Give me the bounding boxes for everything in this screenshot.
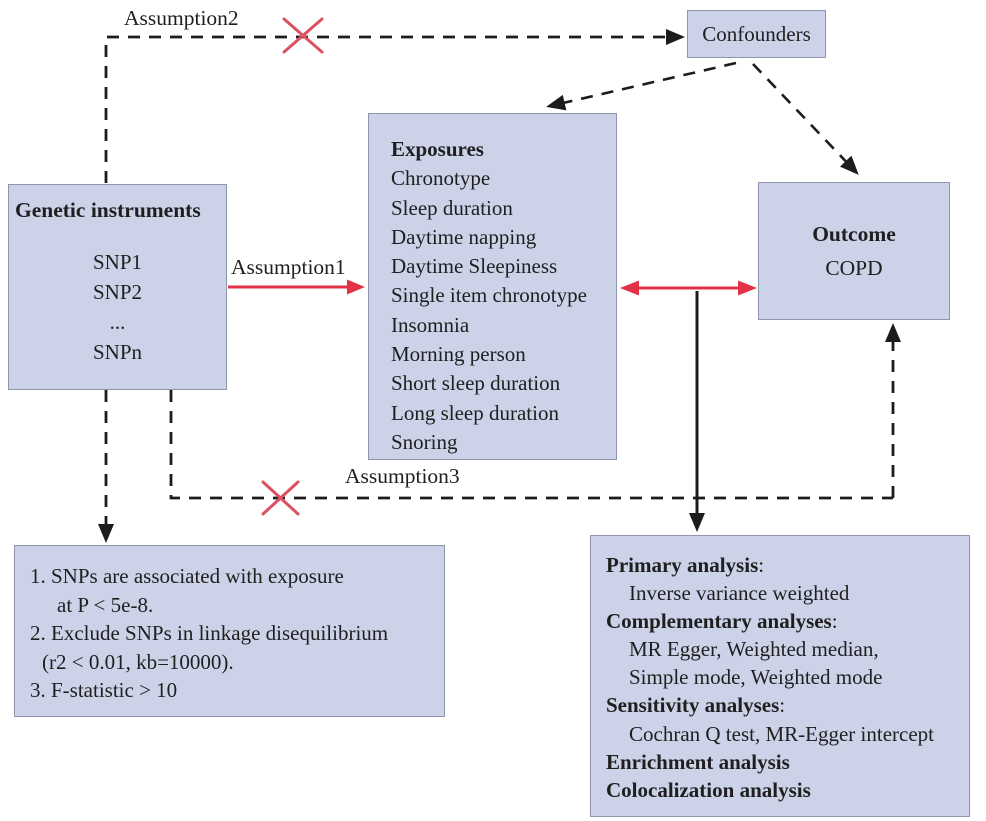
- confounders-box: Confounders: [687, 10, 826, 58]
- criteria-line: 1. SNPs are associated with exposure: [30, 564, 344, 588]
- list-item: Daytime napping: [391, 224, 537, 249]
- genetic-instruments-title: Genetic instruments: [15, 198, 201, 222]
- criteria-line: (r2 < 0.01, kb=10000).: [42, 649, 234, 674]
- outcome-value: COPD: [825, 256, 883, 280]
- criteria-line: 2. Exclude SNPs in linkage disequilibriu…: [30, 621, 389, 646]
- assumption1-label: Assumption1: [231, 255, 346, 279]
- list-item: Sleep duration: [391, 195, 513, 220]
- list-item: Morning person: [391, 342, 526, 367]
- outcome-box: Outcome COPD: [758, 182, 950, 320]
- snp-list: SNP1 SNP2 ... SNPn: [15, 247, 220, 367]
- analysis-section-heading: Complementary analyses:: [606, 609, 838, 634]
- exposures-outcome-double-arrow: [620, 280, 757, 296]
- assumption3-cross-mark: [261, 480, 300, 516]
- assumption2-label: Assumption2: [124, 6, 239, 30]
- analysis-section-heading: Sensitivity analyses:: [606, 693, 786, 718]
- analysis-detail: Inverse variance weighted: [629, 581, 850, 606]
- assumption3-label: Assumption3: [345, 464, 460, 488]
- list-item: ...: [109, 310, 126, 334]
- list-item: Single item chronotype: [391, 283, 587, 308]
- outcome-title: Outcome: [812, 222, 896, 246]
- list-item: SNPn: [92, 340, 143, 364]
- criteria-line: at P < 5e-8.: [57, 592, 154, 617]
- analysis-detail: Cochran Q test, MR-Egger intercept: [629, 721, 934, 746]
- analysis-section-heading: Primary analysis:: [606, 553, 765, 577]
- analysis-section-heading: Colocalization analysis: [606, 777, 811, 802]
- list-item: Chronotype: [391, 166, 491, 191]
- snp-criteria-box: 1. SNPs are associated with exposure at …: [14, 545, 445, 717]
- analysis-section-heading: Enrichment analysis: [606, 749, 790, 774]
- analysis-detail: MR Egger, Weighted median,: [629, 637, 879, 662]
- confounders-title: Confounders: [702, 21, 811, 46]
- confounders-to-exposures-arrow: [546, 61, 737, 111]
- criteria-line: 3. F-statistic > 10: [30, 678, 178, 703]
- exposures-box: Exposures Chronotype Sleep duration Dayt…: [368, 113, 617, 460]
- exposures-title: Exposures: [391, 137, 484, 161]
- confounders-to-outcome-arrow: [752, 63, 859, 175]
- list-item: Short sleep duration: [391, 371, 561, 396]
- analysis-detail: Simple mode, Weighted mode: [629, 665, 883, 690]
- list-item: Daytime Sleepiness: [391, 254, 558, 279]
- list-item: Insomnia: [391, 312, 470, 337]
- analyses-box: Primary analysis: Inverse variance weigh…: [590, 535, 970, 817]
- list-item: SNP1: [92, 250, 143, 274]
- list-item: SNP2: [92, 280, 143, 304]
- list-item: Long sleep duration: [391, 400, 559, 425]
- assumption2-cross-mark: [282, 17, 324, 54]
- list-item: Snoring: [391, 429, 458, 454]
- genetic-instruments-box: Genetic instruments SNP1 SNP2 ... SNPn: [8, 184, 227, 390]
